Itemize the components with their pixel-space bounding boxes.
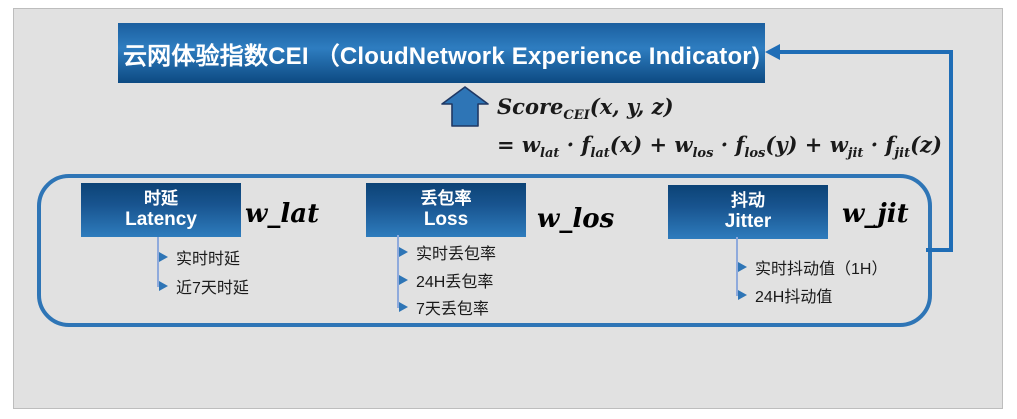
latency-item-label: 实时时延 [176,251,241,268]
formula-line-2: = wlat · flat(x) + wlos · flos(y) + wjit… [497,132,942,162]
jitter-title-en: Jitter [724,210,772,232]
loss-title-zh: 丢包率 [420,189,472,209]
latency-box: 时延 Latency [81,183,241,237]
cei-title-banner: 云网体验指数CEI （CloudNetwork Experience Indic… [118,23,765,83]
latency-item-label: 近7天时延 [176,280,249,297]
cei-score-formula: ScoreCEI(x, y, z) = wlat · flat(x) + wlo… [497,92,942,168]
up-arrow-icon [441,86,489,127]
bullet-arrow-icon [159,252,168,262]
connector-stub-segment [926,248,953,252]
loss-tree-line [397,235,399,308]
bullet-arrow-icon [399,247,408,257]
latency-item: 实时时延 [159,248,241,268]
bullet-arrow-icon [738,262,747,272]
formula-line-1: ScoreCEI(x, y, z) [497,94,674,124]
bullet-arrow-icon [159,281,168,291]
loss-item-label: 7天丢包率 [416,301,489,318]
jitter-tree-line [736,237,738,296]
bullet-arrow-icon [738,290,747,300]
latency-title-zh: 时延 [144,189,178,209]
jitter-weight-label: w_jit [842,199,909,229]
jitter-item-label: 24H抖动值 [755,289,833,306]
loss-box: 丢包率 Loss [366,183,526,237]
jitter-item: 实时抖动值（1H） [738,258,888,278]
loss-item-label: 24H丢包率 [416,274,494,291]
jitter-box: 抖动 Jitter [668,185,828,239]
connector-vertical-segment [949,50,953,252]
connector-horizontal-segment [779,50,953,54]
latency-weight-label: w_lat [245,199,320,229]
loss-weight-label: w_los [537,204,615,234]
loss-item-label: 实时丢包率 [416,246,497,263]
latency-item: 近7天时延 [159,277,249,297]
jitter-title-zh: 抖动 [731,191,765,211]
left-arrow-icon [765,44,780,60]
loss-item: 24H丢包率 [399,271,494,291]
bullet-arrow-icon [399,275,408,285]
loss-item: 实时丢包率 [399,243,497,263]
latency-title-en: Latency [125,208,197,230]
latency-tree-line [157,237,159,287]
cei-title-text: 云网体验指数CEI （CloudNetwork Experience Indic… [122,42,761,70]
bullet-arrow-icon [399,302,408,312]
loss-item: 7天丢包率 [399,298,489,318]
loss-title-en: Loss [423,208,469,230]
jitter-item: 24H抖动值 [738,286,833,306]
jitter-item-label: 实时抖动值（1H） [755,261,888,278]
